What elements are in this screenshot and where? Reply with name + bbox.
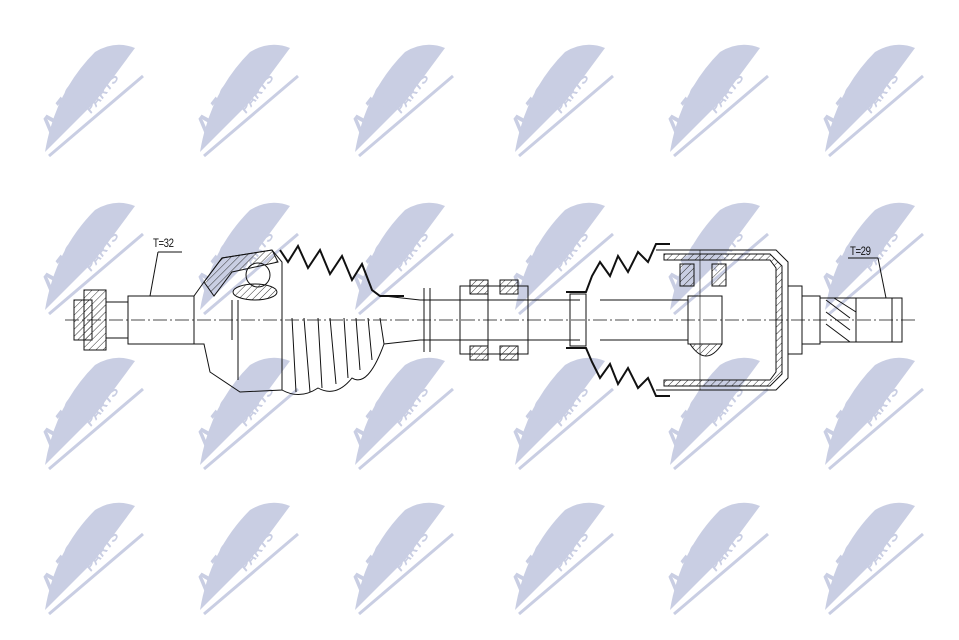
outer-boot [279,243,404,395]
inner-boot [566,243,670,397]
damper [459,279,529,361]
outer-cv-joint [193,249,283,393]
shaft [383,288,580,352]
left-spline [127,251,195,345]
right-spline-tooth-label: T=29 [850,244,871,258]
left-spline-tooth-label: T=32 [153,236,174,250]
right-stub [787,257,903,355]
